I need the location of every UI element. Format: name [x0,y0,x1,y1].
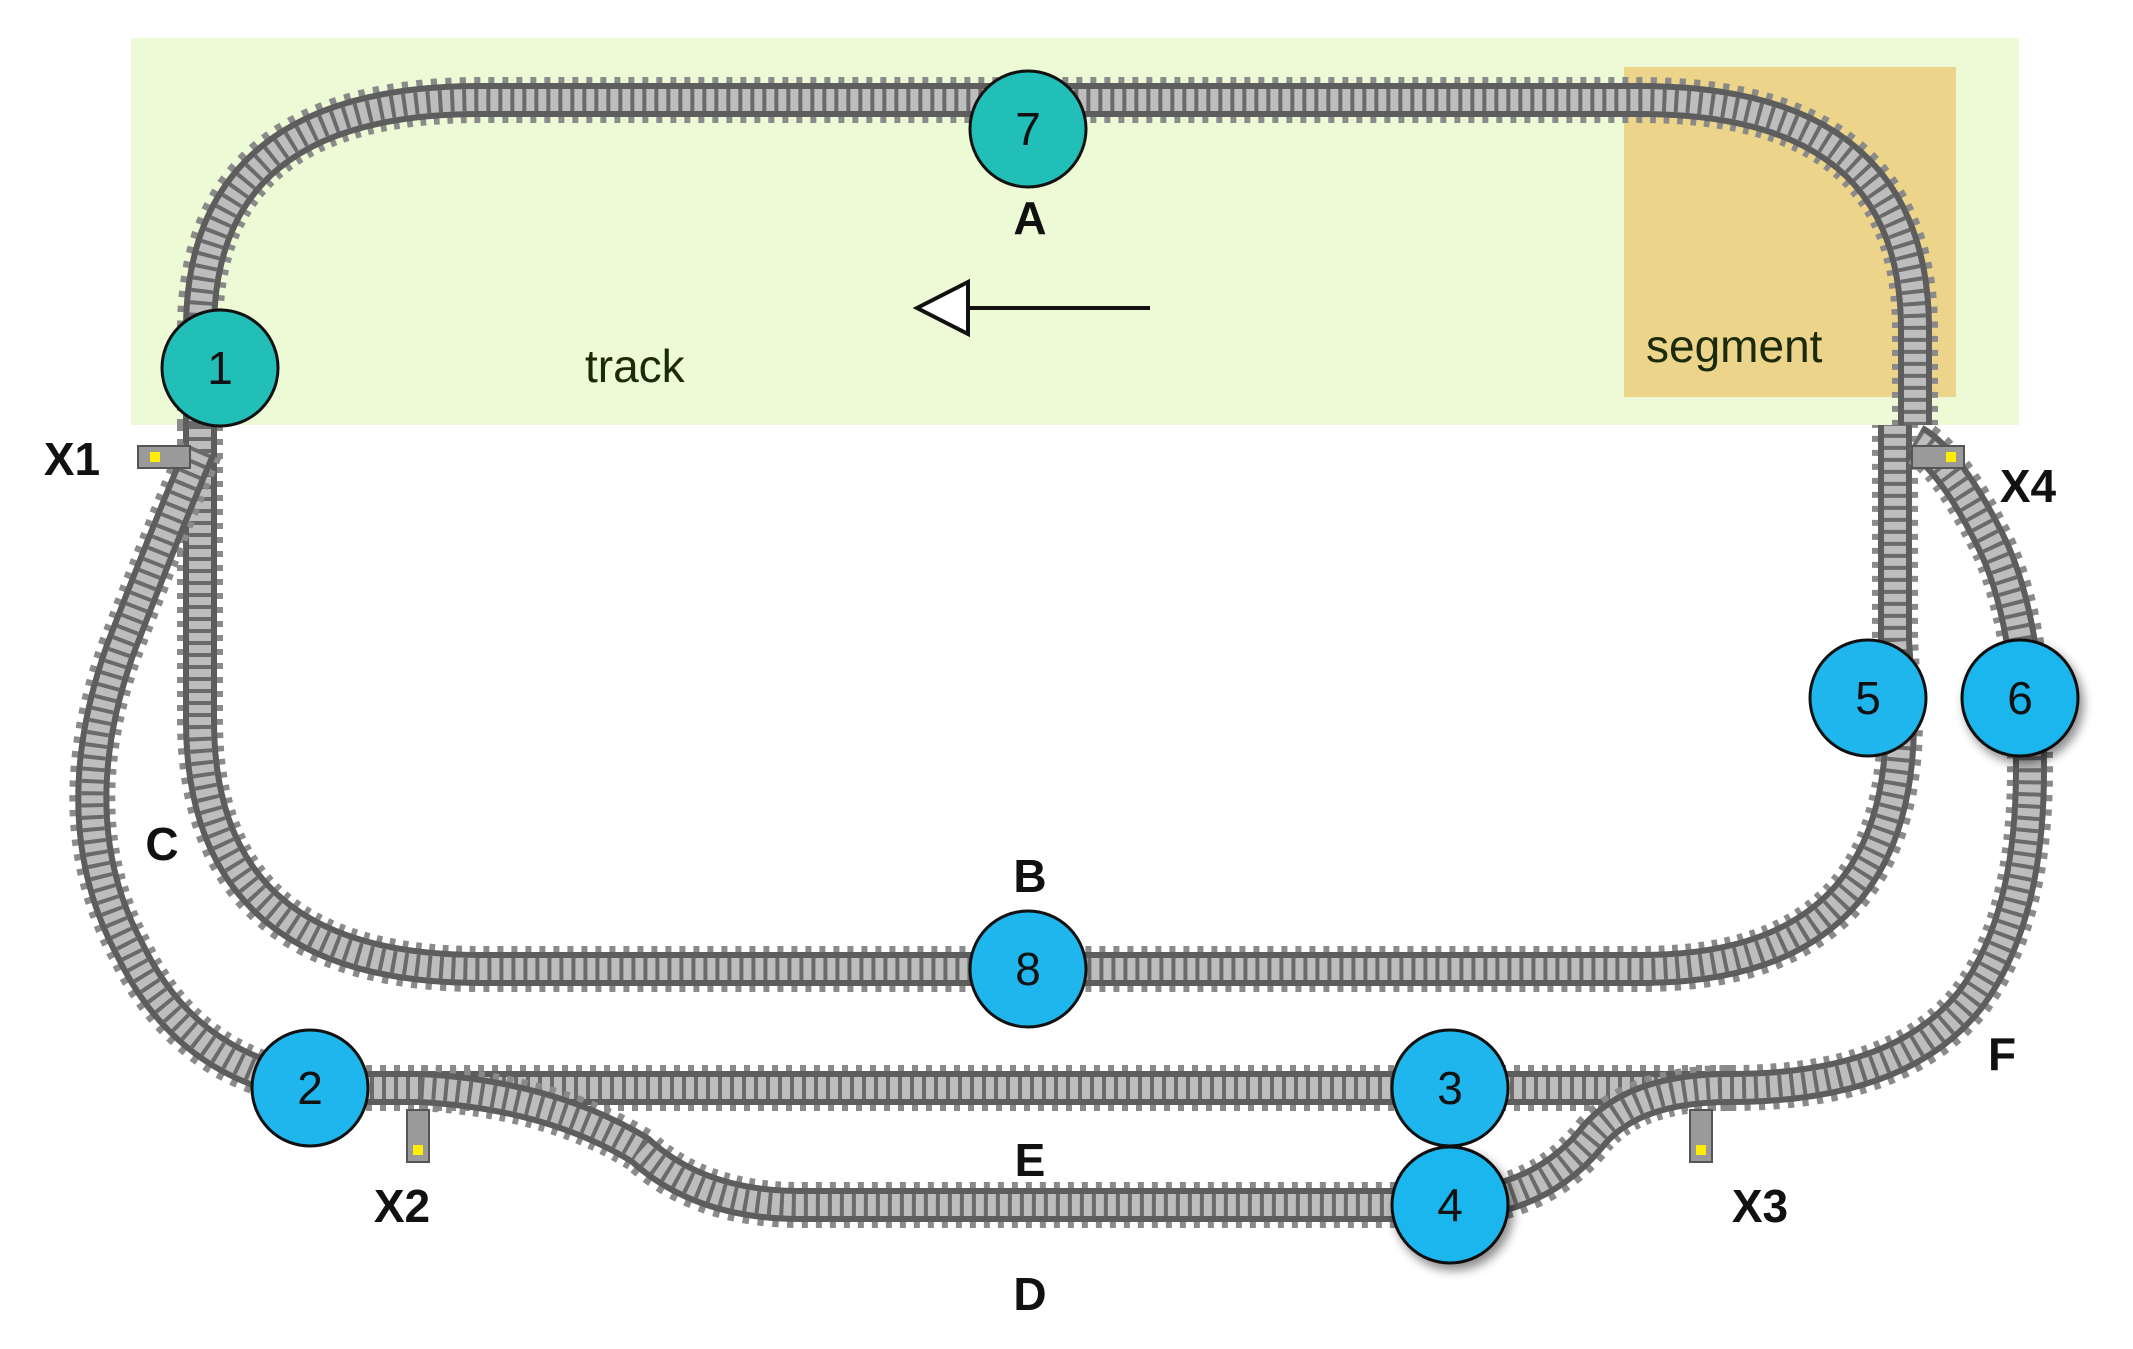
track-label-a: A [1013,192,1046,244]
track-b-inner-sleepers [189,425,1912,980]
switch-x3-marker [1689,1109,1713,1163]
svg-text:2: 2 [297,1062,323,1114]
switch-x4-marker [1911,445,1965,469]
switch-label-x1: X1 [44,433,100,485]
track-label-e: E [1015,1134,1046,1186]
segment-region-label: segment [1646,320,1823,372]
svg-text:4: 4 [1437,1179,1463,1231]
svg-text:6: 6 [2007,672,2033,724]
sensor-8: 8 [968,909,1088,1029]
track-region-label: track [585,340,686,392]
svg-text:3: 3 [1437,1062,1463,1114]
switch-x1-marker [137,445,191,469]
track-label-b: B [1013,850,1046,902]
sensor-2: 2 [250,1028,370,1148]
switch-label-x2: X2 [374,1180,430,1232]
svg-text:7: 7 [1015,103,1041,155]
sensor-5: 5 [1808,638,1928,758]
svg-text:1: 1 [207,342,233,394]
sensor-7: 7 [968,69,1088,189]
switch-label-x4: X4 [2000,460,2057,512]
track-c-outer-rail-bed [81,445,332,1099]
switch-x2-marker [406,1109,430,1163]
track-d-lower-sleepers [419,1077,1731,1216]
sensor-1: 1 [160,308,280,428]
track-label-d: D [1013,1268,1046,1320]
switch-label-x3: X3 [1732,1180,1788,1232]
track-f-outer-rail-bed [1729,430,2042,1099]
svg-text:8: 8 [1015,943,1041,995]
sensor-3: 3 [1390,1028,1510,1148]
left-pointing-arrow-icon [912,278,1150,338]
track-label-f: F [1988,1028,2016,1080]
sensor-6: 6 [1960,638,2080,758]
track-label-c: C [145,818,178,870]
svg-text:5: 5 [1855,672,1881,724]
sensor-4: 4 [1390,1145,1510,1265]
track-b-inner-rail-outer [183,425,1918,986]
rail-tracks [69,77,2054,1228]
track-b-inner-ties [177,425,1924,992]
track-b-inner-rail-bed [189,425,1912,980]
